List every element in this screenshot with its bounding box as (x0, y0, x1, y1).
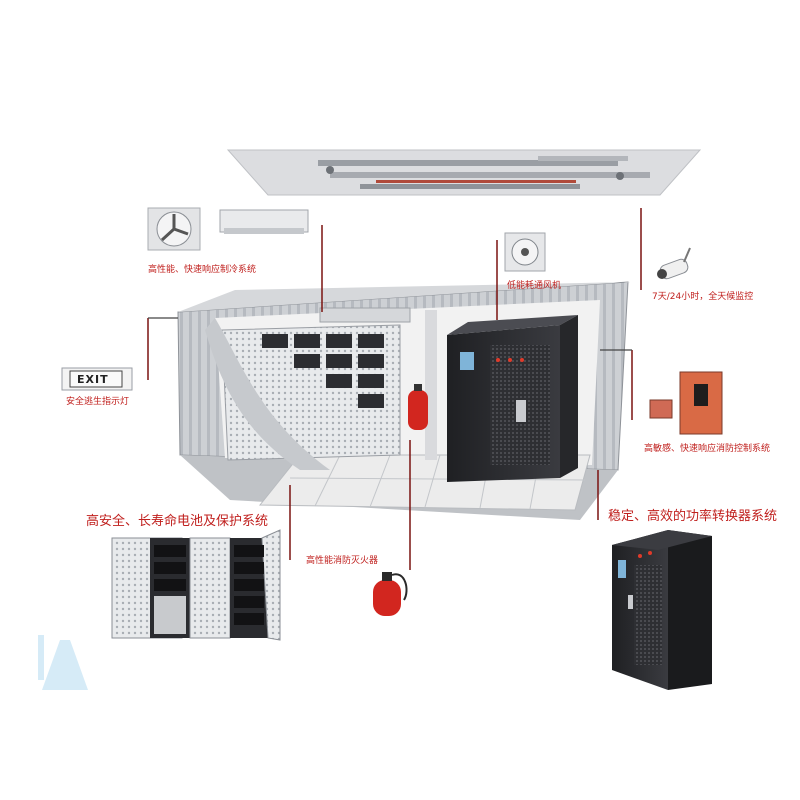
label-cooling-system: 高性能、快速响应制冷系统 (148, 265, 257, 275)
label-pcs-system: 稳定、高效的功率转换器系统 (608, 509, 778, 524)
pcs-cabinet (612, 530, 712, 690)
exit-sign-fixture (61, 367, 133, 391)
interior-pcs-cabinet (447, 315, 578, 482)
faint-logo-shape (38, 635, 88, 690)
label-exit-light: 安全逃生指示灯 (66, 397, 130, 407)
security-camera (657, 247, 691, 280)
fire-extinguisher (373, 572, 408, 616)
exit-sign-text: EXIT (77, 373, 109, 386)
interior-ac-unit (319, 307, 411, 323)
battery-racks (205, 318, 401, 470)
label-battery-system: 高安全、长寿命电池及保护系统 (86, 514, 269, 529)
label-fire-extinguisher: 高性能消防灭火器 (306, 556, 379, 566)
label-ventilation-fan: 低能耗通风机 (507, 281, 562, 291)
label-fire-control: 高敏感、快速响应消防控制系统 (644, 444, 771, 454)
ceiling-light-rails (318, 156, 650, 189)
interior-extinguisher (408, 384, 428, 430)
cooling-fan-unit (147, 207, 201, 251)
split-ac-unit (219, 209, 309, 234)
label-monitoring: 7天/24小时，全天候监控 (652, 292, 754, 302)
ventilation-fan (504, 232, 546, 272)
leader-lines (147, 208, 642, 570)
battery-cabinet (111, 529, 281, 641)
fire-control-panel (649, 371, 723, 435)
